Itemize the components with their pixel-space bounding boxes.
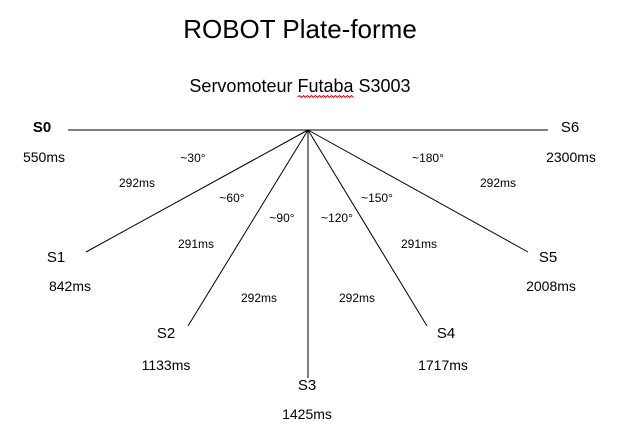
position-label-s4: S4 (437, 325, 455, 342)
subtitle: Servomoteur Futaba S3003 (189, 76, 410, 96)
servo-rays (68, 129, 548, 378)
angle-label-60: ~60° (219, 191, 244, 205)
interval-label-s1-s2: 291ms (178, 237, 214, 251)
angle-label-150: ~150° (361, 191, 393, 205)
ray-s1 (85, 129, 309, 253)
ray-s4 (307, 129, 428, 327)
position-time-s5: 2008ms (526, 278, 576, 294)
position-time-s2: 1133ms (142, 357, 191, 373)
angle-label-120: ~120° (321, 211, 353, 225)
ray-s5 (307, 129, 529, 253)
angle-label-30: ~30° (180, 151, 205, 165)
position-time-s3: 1425ms (282, 406, 332, 422)
position-time-s1: 842ms (49, 278, 91, 294)
angle-label-180: ~180° (412, 151, 444, 165)
spellcheck-underline (297, 94, 354, 99)
subtitle-underlined-word: Futaba (297, 76, 354, 96)
position-label-s3: S3 (298, 377, 316, 394)
angle-label-90: ~90° (269, 211, 294, 225)
position-label-s0: S0 (33, 119, 51, 136)
position-time-s0: 550ms (23, 149, 65, 165)
subtitle-suffix: S3003 (354, 76, 411, 96)
interval-label-s0-s1: 292ms (119, 176, 155, 190)
ray-s2 (187, 129, 309, 327)
interval-label-s4-s5: 291ms (401, 237, 437, 251)
position-label-s5: S5 (539, 249, 557, 266)
position-label-s1: S1 (47, 249, 65, 266)
position-time-s4: 1717ms (418, 357, 468, 373)
interval-label-s2-s3: 292ms (241, 291, 277, 305)
page-title: ROBOT Plate-forme (183, 14, 417, 44)
position-label-s6: S6 (561, 119, 579, 136)
position-time-s6: 2300ms (546, 149, 596, 165)
position-label-s2: S2 (157, 325, 175, 342)
interval-label-s5-s6: 292ms (480, 176, 516, 190)
subtitle-prefix: Servomoteur (189, 76, 297, 96)
interval-label-s3-s4: 292ms (339, 291, 375, 305)
